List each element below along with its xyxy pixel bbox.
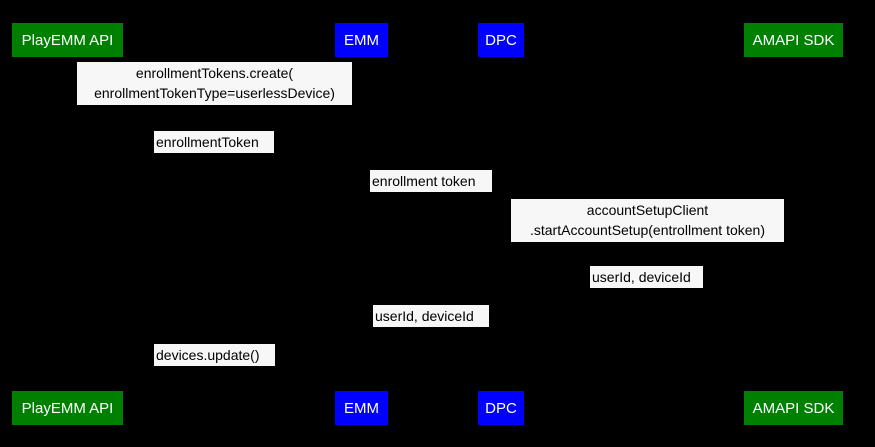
message-label-msg-7: devices.update() [154,344,275,366]
lifeline-emm [361,58,362,390]
lifeline-playemm-api [67,58,68,390]
arrow-head-msg-3 [492,192,500,200]
message-label-msg-5: userId, deviceId [590,266,703,288]
arrow-line-msg-6 [361,331,500,332]
message-line-1: enrollmentTokens.create( [135,65,294,81]
message-line-1: enrollmentToken [156,134,259,150]
message-line-1: accountSetupClient [586,202,709,218]
message-label-msg-4: accountSetupClient .startAccountSetup(ent… [511,199,784,242]
participant-playemm-api-bottom[interactable]: PlayEMM API [11,390,124,426]
arrow-line-msg-7 [67,370,361,371]
lifeline-dpc [500,58,501,390]
message-line-1: userId, deviceId [592,269,691,285]
participant-label: EMM [344,31,379,49]
arrow-head-msg-2 [353,153,361,161]
arrow-line-msg-1 [67,108,361,109]
message-label-msg-3: enrollment token [370,170,492,192]
participant-label: AMAPI SDK [752,31,835,49]
participant-amapi-sdk-top[interactable]: AMAPI SDK [743,22,844,58]
participant-label: AMAPI SDK [752,399,835,417]
participant-emm-top[interactable]: EMM [334,22,389,58]
arrow-line-msg-4 [500,245,793,246]
participant-label: PlayEMM API [21,399,114,417]
participant-playemm-api-top[interactable]: PlayEMM API [11,22,124,58]
participant-label: DPC [485,31,517,49]
message-label-msg-2: enrollmentToken [154,131,274,153]
arrow-line-msg-3 [361,196,500,197]
arrow-head-msg-5 [500,288,508,296]
participant-dpc-bottom[interactable]: DPC [477,390,525,426]
message-line-1: enrollment token [372,173,476,189]
message-line-2: .startAccountSetup(entrollment token) [529,222,765,238]
participant-dpc-top[interactable]: DPC [477,22,525,58]
lifeline-amapi-sdk [793,58,794,390]
arrow-head-msg-7 [67,366,75,374]
participant-label: PlayEMM API [21,31,114,49]
participant-amapi-sdk-bottom[interactable]: AMAPI SDK [743,390,844,426]
message-line-2: enrollmentTokenType=userlessDevice) [94,85,335,101]
arrow-head-msg-4 [785,241,793,249]
arrow-line-msg-5 [500,292,793,293]
message-line-1: userId, deviceId [375,308,474,324]
participant-label: DPC [485,399,517,417]
message-label-msg-1: enrollmentTokens.create( enrollmentTokenT… [77,62,352,105]
participant-label: EMM [344,399,379,417]
arrow-line-msg-2 [67,157,361,158]
message-line-1: devices.update() [156,347,260,363]
arrow-head-msg-6 [361,327,369,335]
participant-emm-bottom[interactable]: EMM [334,390,389,426]
arrow-head-msg-1 [67,104,75,112]
message-label-msg-6: userId, deviceId [373,305,489,327]
